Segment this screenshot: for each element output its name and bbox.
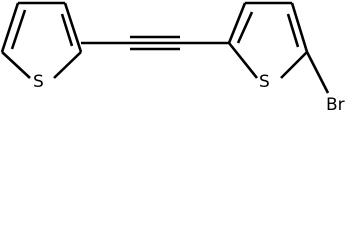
molecule-diagram: S S Br [0,0,360,114]
bond-left-ring-double-b [60,13,74,47]
bond-left-ring-5 [1,51,31,79]
right-thiophene-ring [227,1,309,79]
bond-right-ring-5 [227,42,259,79]
left-thiophene-ring [0,1,83,79]
bond-to-bromine [305,51,330,94]
bond-right-ring-double-a [236,11,254,44]
atom-label-s-right: S [259,72,270,92]
bond-left-ring-1 [0,2,20,53]
atom-label-br: Br [326,95,345,114]
atom-label-s-left: S [33,72,44,92]
bond-right-ring-double-b [286,13,300,48]
bond-right-ring-1 [227,2,247,44]
triple-bond [81,35,229,51]
bond-left-ring-double-a [10,9,27,50]
bond-right-ring-3 [290,2,309,53]
bond-right-ring-4 [280,51,308,79]
structure-drawing: S S Br [0,1,345,114]
bond-left-ring-4 [53,51,82,79]
bond-left-ring-3 [63,2,83,53]
